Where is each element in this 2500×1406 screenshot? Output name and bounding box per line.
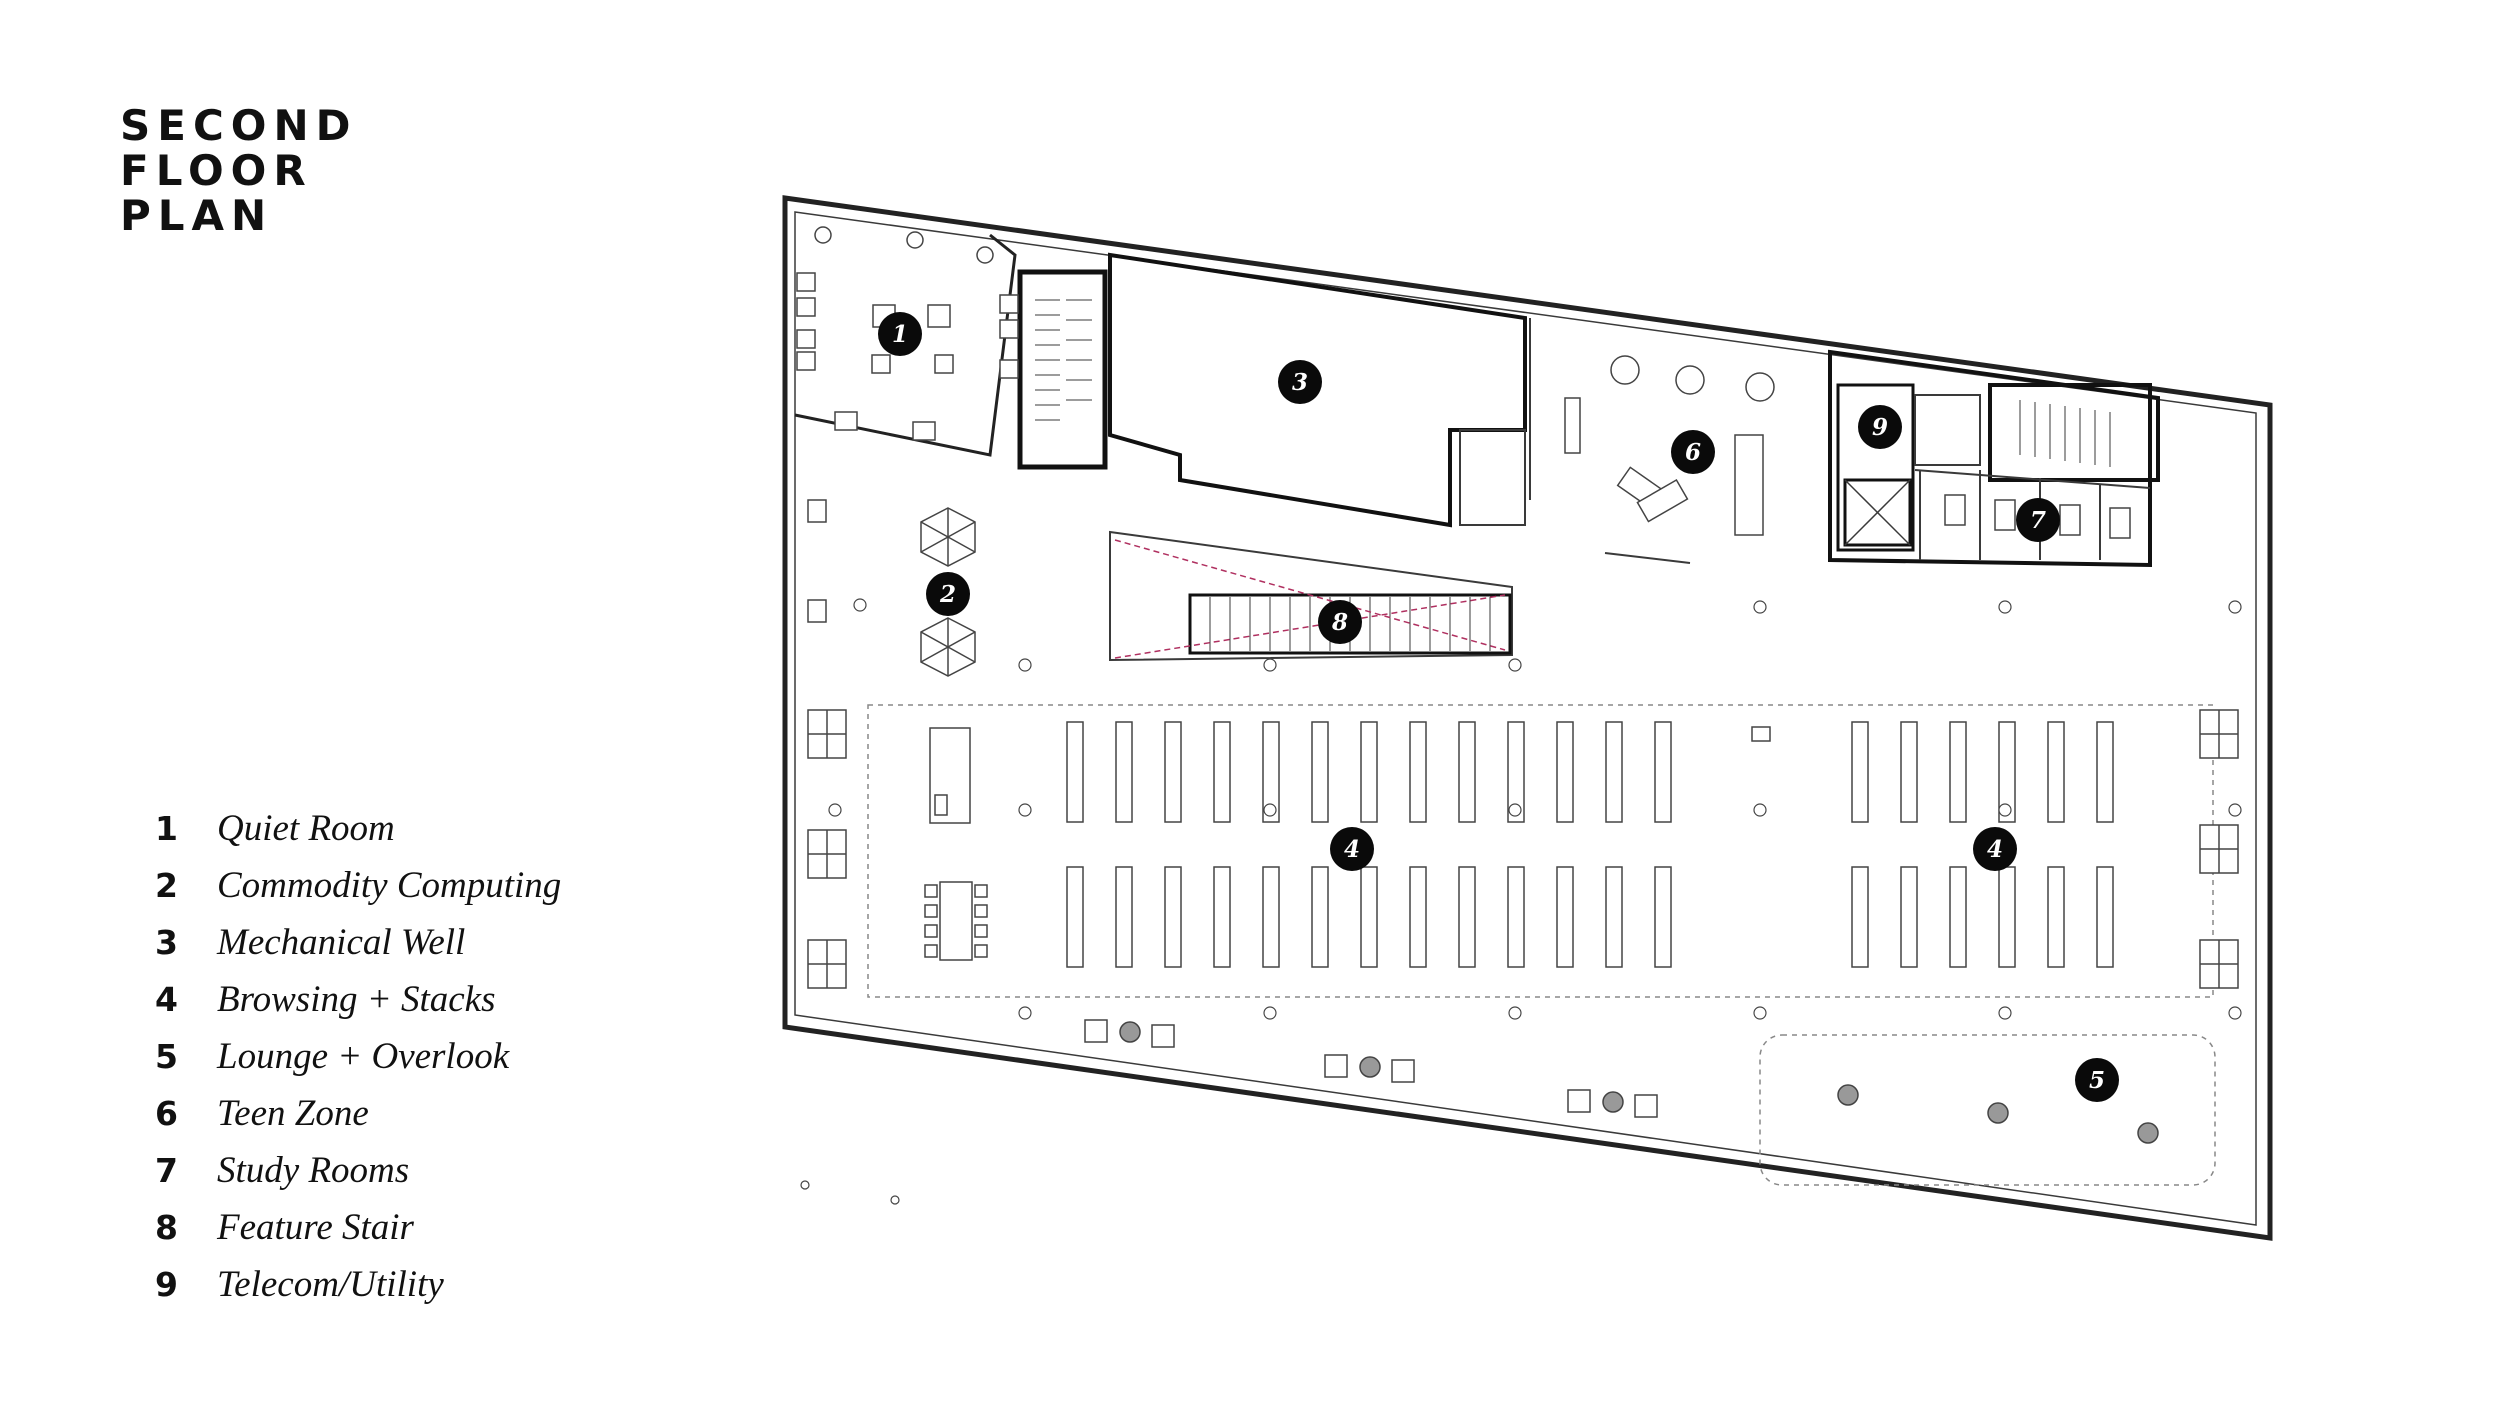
column-markers: [800, 598, 2242, 1205]
building-inner-wall: [794, 211, 2257, 1226]
legend-item-mechanical-well: 3 Mechanical Well: [155, 914, 561, 971]
legend-number: 5: [155, 1037, 178, 1076]
room-marker-4: 4: [1973, 827, 2017, 871]
feature-stair-treads: [1188, 593, 1512, 655]
room-marker-3: 3: [1278, 360, 1322, 404]
legend-number: 1: [155, 809, 178, 848]
building-outline: [782, 195, 2273, 1241]
legend-label: Mechanical Well: [217, 922, 466, 963]
legend-item-commodity-computing: 2 Commodity Computing: [155, 857, 561, 914]
stair-core-treads: [1035, 299, 1092, 421]
legend-item-quiet-room: 1 Quiet Room: [155, 800, 561, 857]
legend-label: Browsing + Stacks: [217, 979, 496, 1020]
room-marker-label: 4: [1987, 836, 2003, 863]
room-marker-label: 1: [892, 321, 908, 348]
legend-number: 9: [155, 1265, 178, 1304]
teen-zone-furniture: [1564, 355, 1775, 536]
title-line-1: SECOND: [120, 101, 358, 150]
restroom-block: [1459, 429, 1526, 526]
quiet-room-walls: [794, 233, 1017, 457]
elevator-shaft: [1843, 478, 1912, 547]
elevator-x: [1844, 479, 1911, 546]
room-marker-9: 9: [1858, 405, 1902, 449]
room-marker-label: 4: [1344, 836, 1360, 863]
legend-label: Teen Zone: [217, 1093, 369, 1134]
perimeter-carrels: [807, 709, 2239, 989]
room-marker-label: 9: [1872, 414, 1888, 441]
mechanical-well-walls: [1108, 252, 1527, 528]
room-marker-label: 7: [2030, 507, 2046, 534]
feature-stair-void: [1109, 530, 1513, 662]
room-marker-label: 5: [2089, 1067, 2105, 1094]
legend-label: Study Rooms: [217, 1150, 410, 1191]
plan-title: SECOND FLOOR PLAN: [120, 103, 357, 238]
title-line-3: PLAN: [120, 191, 274, 240]
quiet-room-chairs: [796, 226, 1019, 441]
feature-stair-tread-lines: [1209, 597, 1491, 651]
teen-zone-partition: [1604, 552, 1691, 564]
room-marker-label: 3: [1292, 369, 1308, 396]
legend-label: Telecom/Utility: [217, 1264, 444, 1305]
room-marker-8: 8: [1318, 600, 1362, 644]
computing-stations: [807, 499, 976, 677]
legend-number: 4: [155, 980, 178, 1019]
legend-number: 3: [155, 923, 178, 962]
room-marker-label: 6: [1685, 439, 1701, 466]
legend-item-teen-zone: 6 Teen Zone: [155, 1085, 561, 1142]
book-stacks: [1066, 721, 2114, 968]
legend-label: Feature Stair: [217, 1207, 414, 1248]
room-legend: 1 Quiet Room 2 Commodity Computing 3 Mechan…: [155, 800, 561, 1313]
legend-number: 7: [155, 1151, 178, 1190]
title-line-2: FLOOR: [120, 146, 313, 195]
room-marker-6: 6: [1671, 430, 1715, 474]
room-marker-7: 7: [2016, 498, 2060, 542]
room-marker-1: 1: [878, 312, 922, 356]
telecom-room: [1836, 383, 1915, 552]
lounge-zone-boundary: [1759, 1034, 2216, 1186]
stair-core: [1017, 269, 1108, 470]
legend-item-study-rooms: 7 Study Rooms: [155, 1142, 561, 1199]
legend-number: 8: [155, 1208, 178, 1247]
room-marker-5: 5: [2075, 1058, 2119, 1102]
room-marker-2: 2: [926, 572, 970, 616]
study-room-desks: [1944, 494, 2131, 539]
study-room-walls: [1914, 469, 2151, 560]
service-desk: [929, 727, 971, 824]
legend-item-telecom-utility: 9 Telecom/Utility: [155, 1256, 561, 1313]
legend-label: Quiet Room: [217, 808, 395, 849]
legend-number: 6: [155, 1094, 178, 1133]
feature-stair-accent: [1114, 594, 1506, 659]
legend-item-browsing-stacks: 4 Browsing + Stacks: [155, 971, 561, 1028]
north-stair-core: [1988, 383, 2152, 482]
room-marker-4: 4: [1330, 827, 1374, 871]
north-stair-treads: [2019, 400, 2111, 467]
utility-room: [1914, 394, 1981, 466]
legend-label: Lounge + Overlook: [217, 1036, 510, 1077]
feature-stair-accent: [1114, 539, 1506, 651]
legend-item-lounge-overlook: 5 Lounge + Overlook: [155, 1028, 561, 1085]
reading-table: [924, 881, 988, 961]
legend-item-feature-stair: 8 Feature Stair: [155, 1199, 561, 1256]
lounge-seating: [1084, 1019, 2159, 1144]
legend-number: 2: [155, 866, 178, 905]
legend-label: Commodity Computing: [217, 865, 562, 906]
room-marker-label: 2: [939, 581, 956, 608]
room-marker-label: 8: [1331, 609, 1348, 636]
